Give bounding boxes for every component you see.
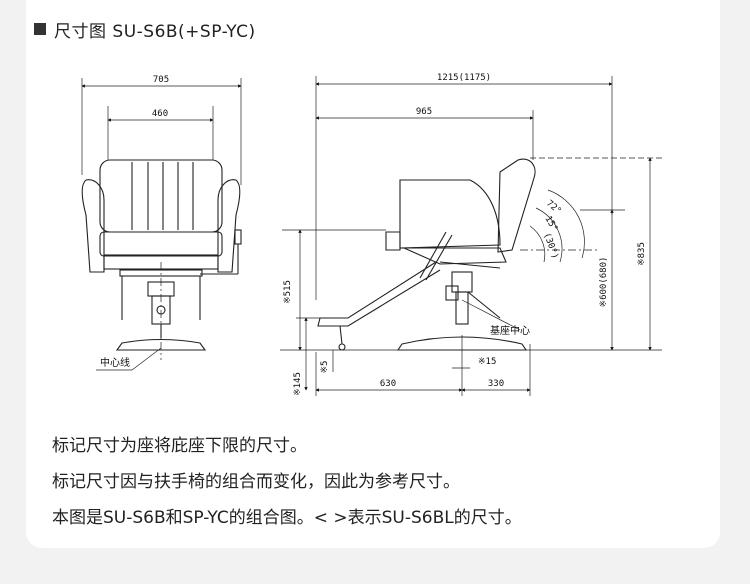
note-line: 本图是SU-S6B和SP-YC的组合图。< >表示SU-S6BL的尺寸。 — [52, 508, 522, 528]
dim-height-835: ※835 — [637, 242, 647, 266]
center-line-label: 中心线 — [100, 356, 130, 369]
content-card — [26, 0, 720, 548]
note-line: 标记尺寸为座将庇座下限的尺寸。 — [52, 436, 307, 456]
notes-block: 标记尺寸为座将庇座下限的尺寸。 标记尺寸因与扶手椅的组合而变化，因此为参考尺寸。… — [52, 428, 522, 536]
dim-total-length: 1215(1175) — [437, 73, 491, 83]
dim-len-630: 630 — [380, 379, 396, 389]
square-bullet-icon — [34, 23, 46, 35]
section-title: 尺寸图 SU-S6B(+SP-YC) — [54, 21, 256, 42]
base-center-label: 基座中心 — [490, 324, 530, 337]
angle-72-label: 72° — [544, 199, 563, 217]
dim-height-515: ※515 — [283, 280, 293, 304]
dim-width-total: 705 — [153, 75, 169, 85]
dim-height-145: ※145 — [293, 372, 303, 396]
dim-width-seat: 460 — [152, 109, 168, 119]
side-view — [280, 76, 662, 396]
dim-height-600: ※600(680) — [599, 257, 609, 308]
dim-len-15: ※15 — [478, 357, 496, 367]
front-view — [81, 78, 242, 371]
dim-len-330: 330 — [488, 379, 504, 389]
dimension-drawing: 705 460 中心线 — [81, 73, 662, 396]
dim-height-5: ※5 — [320, 361, 330, 374]
dim-length-965: 965 — [416, 107, 432, 117]
section-header: 尺寸图 SU-S6B(+SP-YC) — [34, 16, 256, 42]
note-line: 标记尺寸因与扶手椅的组合而变化，因此为参考尺寸。 — [52, 472, 460, 492]
